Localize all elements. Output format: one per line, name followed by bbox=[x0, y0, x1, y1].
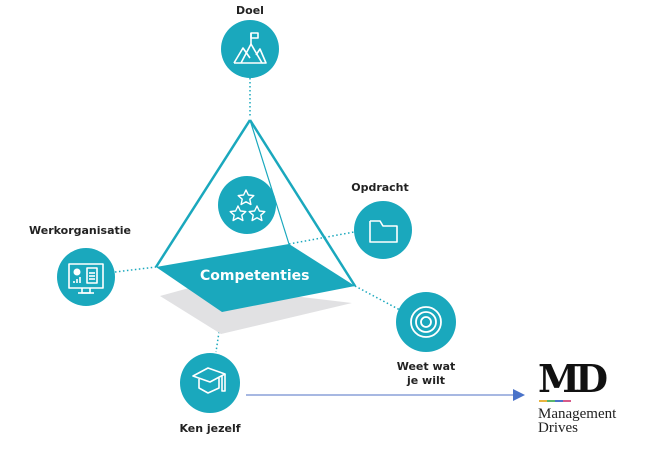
node-werkorganisatie bbox=[57, 248, 115, 306]
node-doel bbox=[221, 20, 279, 78]
connector-werkorganisatie bbox=[114, 266, 157, 273]
node-opdracht bbox=[354, 201, 412, 259]
node-competenties-icon bbox=[218, 176, 276, 234]
label-werkorganisatie: Werkorganisatie bbox=[29, 224, 131, 237]
pyramid-base bbox=[156, 244, 355, 312]
label-doel: Doel bbox=[236, 4, 264, 17]
target-icon bbox=[410, 306, 442, 338]
monitor-report-icon bbox=[68, 263, 104, 294]
label-weet-line1: Weet wat bbox=[396, 360, 456, 373]
mountain-flag-icon bbox=[233, 32, 267, 64]
folder-icon bbox=[369, 220, 398, 243]
three-stars-icon bbox=[229, 189, 266, 222]
label-weet-line2: je wilt bbox=[406, 374, 446, 387]
competenties-label: Competenties bbox=[200, 268, 310, 284]
logo-line1: Management bbox=[538, 406, 617, 422]
label-opdracht: Opdracht bbox=[351, 181, 409, 194]
logo-color-bar bbox=[539, 400, 571, 402]
pyramid-edge-left bbox=[154, 119, 252, 268]
pyramid-edge-right bbox=[248, 119, 357, 287]
connector-opdracht bbox=[288, 231, 355, 245]
node-ken bbox=[180, 353, 240, 413]
label-ken: Ken jezelf bbox=[179, 422, 241, 435]
pyramid-edge-back bbox=[249, 119, 290, 245]
connector-weet bbox=[354, 285, 401, 311]
node-weet bbox=[396, 292, 456, 352]
graduation-cap-icon bbox=[192, 367, 226, 394]
logo-line2: Drives bbox=[538, 420, 578, 436]
logo-mark: MD bbox=[538, 356, 608, 401]
